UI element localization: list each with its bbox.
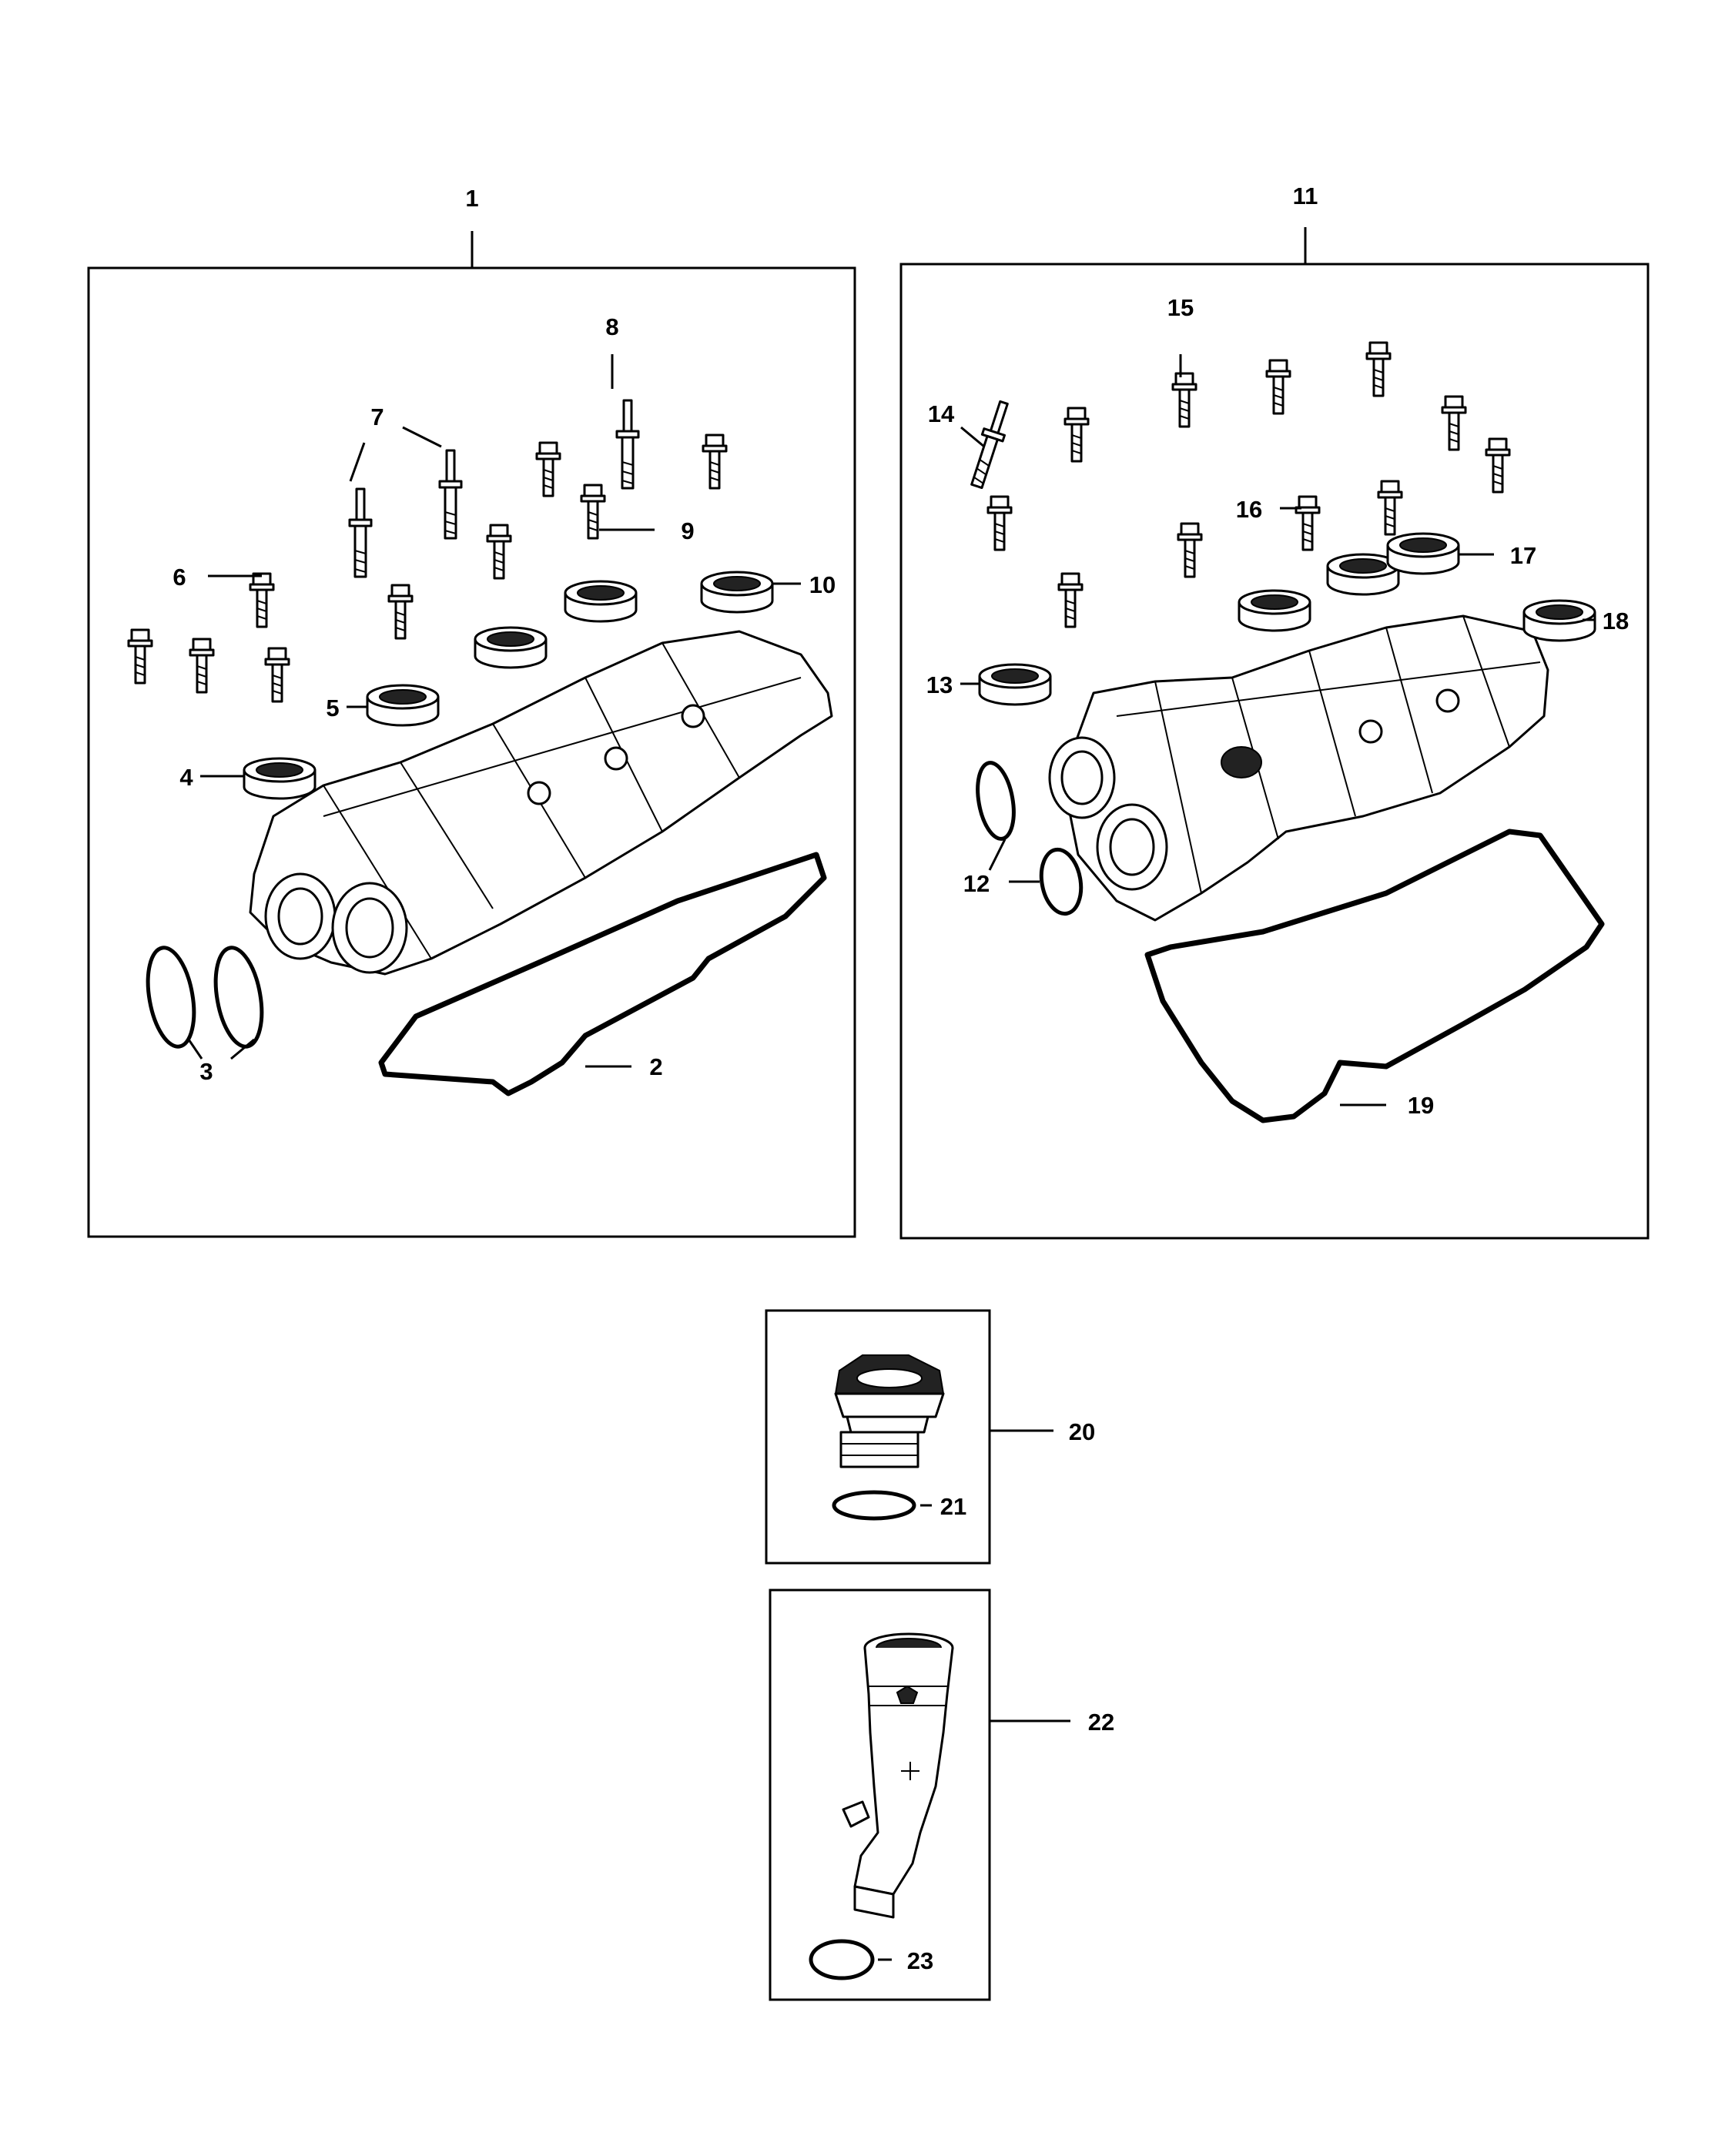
bolt-icon: [1177, 522, 1203, 578]
cover-icon: [249, 630, 833, 976]
bolt-icon: [1265, 359, 1291, 415]
callout-2: 2: [649, 1053, 662, 1080]
seal-icon: [564, 580, 638, 623]
seal-icon: [978, 663, 1052, 706]
bolt-icon: [249, 572, 275, 628]
seal-icon: [474, 626, 548, 669]
o-ring-icon: [976, 761, 1016, 841]
callout-19: 19: [1408, 1092, 1434, 1119]
seal-icon: [366, 684, 440, 727]
stud-icon: [615, 399, 640, 490]
callout-22: 22: [1088, 1709, 1114, 1736]
bolt-icon: [1485, 437, 1511, 494]
bolt-icon: [1377, 480, 1403, 536]
bolt-icon: [986, 495, 1013, 551]
callout-10: 10: [809, 571, 836, 598]
bolt-icon: [189, 638, 215, 694]
callout-16: 16: [1236, 496, 1262, 523]
callout-12: 12: [963, 870, 990, 897]
gasket-icon: [1144, 829, 1605, 1123]
bolt-icon: [486, 524, 512, 580]
seal-icon: [1238, 589, 1311, 632]
o-ring-icon: [809, 1939, 875, 1980]
callout-21: 21: [940, 1493, 966, 1520]
oil-cap-icon: [834, 1354, 945, 1468]
callout-20: 20: [1069, 1418, 1095, 1445]
cover-icon: [1048, 614, 1549, 922]
callout-13: 13: [926, 671, 953, 698]
callout-14: 14: [928, 400, 955, 427]
panel-right-cover-box: [899, 263, 1650, 1240]
bolt-icon: [127, 628, 153, 685]
filler-tube-icon: [842, 1632, 954, 1919]
bolt-icon: [1441, 395, 1467, 451]
o-ring-icon: [832, 1490, 916, 1521]
stud-icon: [438, 449, 463, 540]
callout-4: 4: [179, 764, 193, 791]
callout-15: 15: [1167, 294, 1194, 321]
stud-icon: [348, 487, 373, 578]
bolt-icon: [387, 584, 414, 640]
seal-icon: [243, 757, 317, 800]
callout-18: 18: [1603, 608, 1629, 634]
callout-11: 11: [1293, 182, 1318, 209]
seal-icon: [1386, 532, 1460, 575]
bolt-icon: [1295, 495, 1321, 551]
gasket-icon: [378, 852, 827, 1096]
o-ring-icon: [146, 946, 196, 1049]
callout-8: 8: [605, 313, 618, 340]
stud-icon: [965, 398, 1016, 491]
panel-oil-cap-box: [765, 1309, 991, 1565]
bolt-icon: [1171, 372, 1197, 428]
callout-1: 1: [465, 185, 478, 212]
o-ring-icon: [213, 946, 264, 1049]
seal-icon: [700, 571, 774, 614]
callout-17: 17: [1510, 542, 1536, 569]
bolt-icon: [1057, 572, 1084, 628]
bolt-icon: [702, 434, 728, 490]
bolt-icon: [1365, 341, 1392, 397]
o-ring-icon: [1039, 847, 1084, 916]
callout-5: 5: [326, 695, 339, 721]
callout-23: 23: [907, 1947, 933, 1974]
callout-9: 9: [681, 517, 694, 544]
callout-7: 7: [370, 403, 384, 430]
callout-3: 3: [199, 1058, 213, 1085]
bolt-icon: [535, 441, 561, 497]
bolt-icon: [1063, 407, 1090, 463]
panel-filler-tube-box: [769, 1589, 991, 2001]
bolt-icon: [264, 647, 290, 703]
callout-6: 6: [172, 564, 186, 591]
